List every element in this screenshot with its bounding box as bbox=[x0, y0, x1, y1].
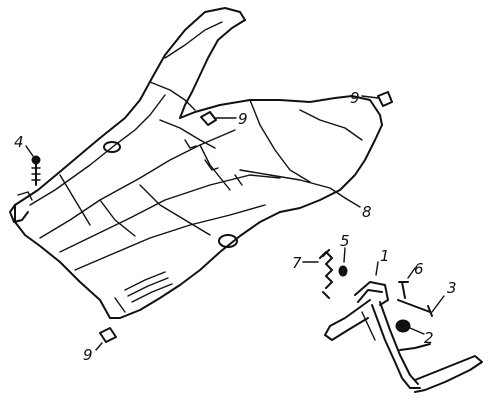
main-stand-part-1 bbox=[324, 261, 483, 393]
callout-9-top: 9 bbox=[238, 110, 248, 128]
callout-6: 6 bbox=[414, 260, 424, 278]
clip-right bbox=[361, 91, 393, 107]
clip-top bbox=[200, 111, 237, 126]
bolt-part-6 bbox=[398, 267, 416, 299]
bolt-part-4 bbox=[25, 145, 41, 186]
callout-7: 7 bbox=[292, 254, 302, 272]
callout-3: 3 bbox=[447, 279, 457, 297]
callout-5: 5 bbox=[340, 232, 350, 250]
callout-1: 1 bbox=[380, 247, 390, 265]
spring-part-7 bbox=[302, 249, 333, 299]
clip-bottom bbox=[95, 327, 117, 351]
callout-2: 2 bbox=[424, 329, 434, 347]
leader-line-8 bbox=[344, 197, 361, 208]
callout-4: 4 bbox=[14, 133, 24, 151]
bolt-part-3 bbox=[397, 295, 445, 317]
callout-8: 8 bbox=[362, 203, 372, 221]
floor-panel bbox=[9, 7, 383, 319]
callout-9-right: 9 bbox=[350, 89, 360, 107]
pin-part-5 bbox=[338, 247, 348, 277]
callout-9-bottom: 9 bbox=[83, 346, 93, 364]
nut-part-2 bbox=[395, 319, 425, 335]
